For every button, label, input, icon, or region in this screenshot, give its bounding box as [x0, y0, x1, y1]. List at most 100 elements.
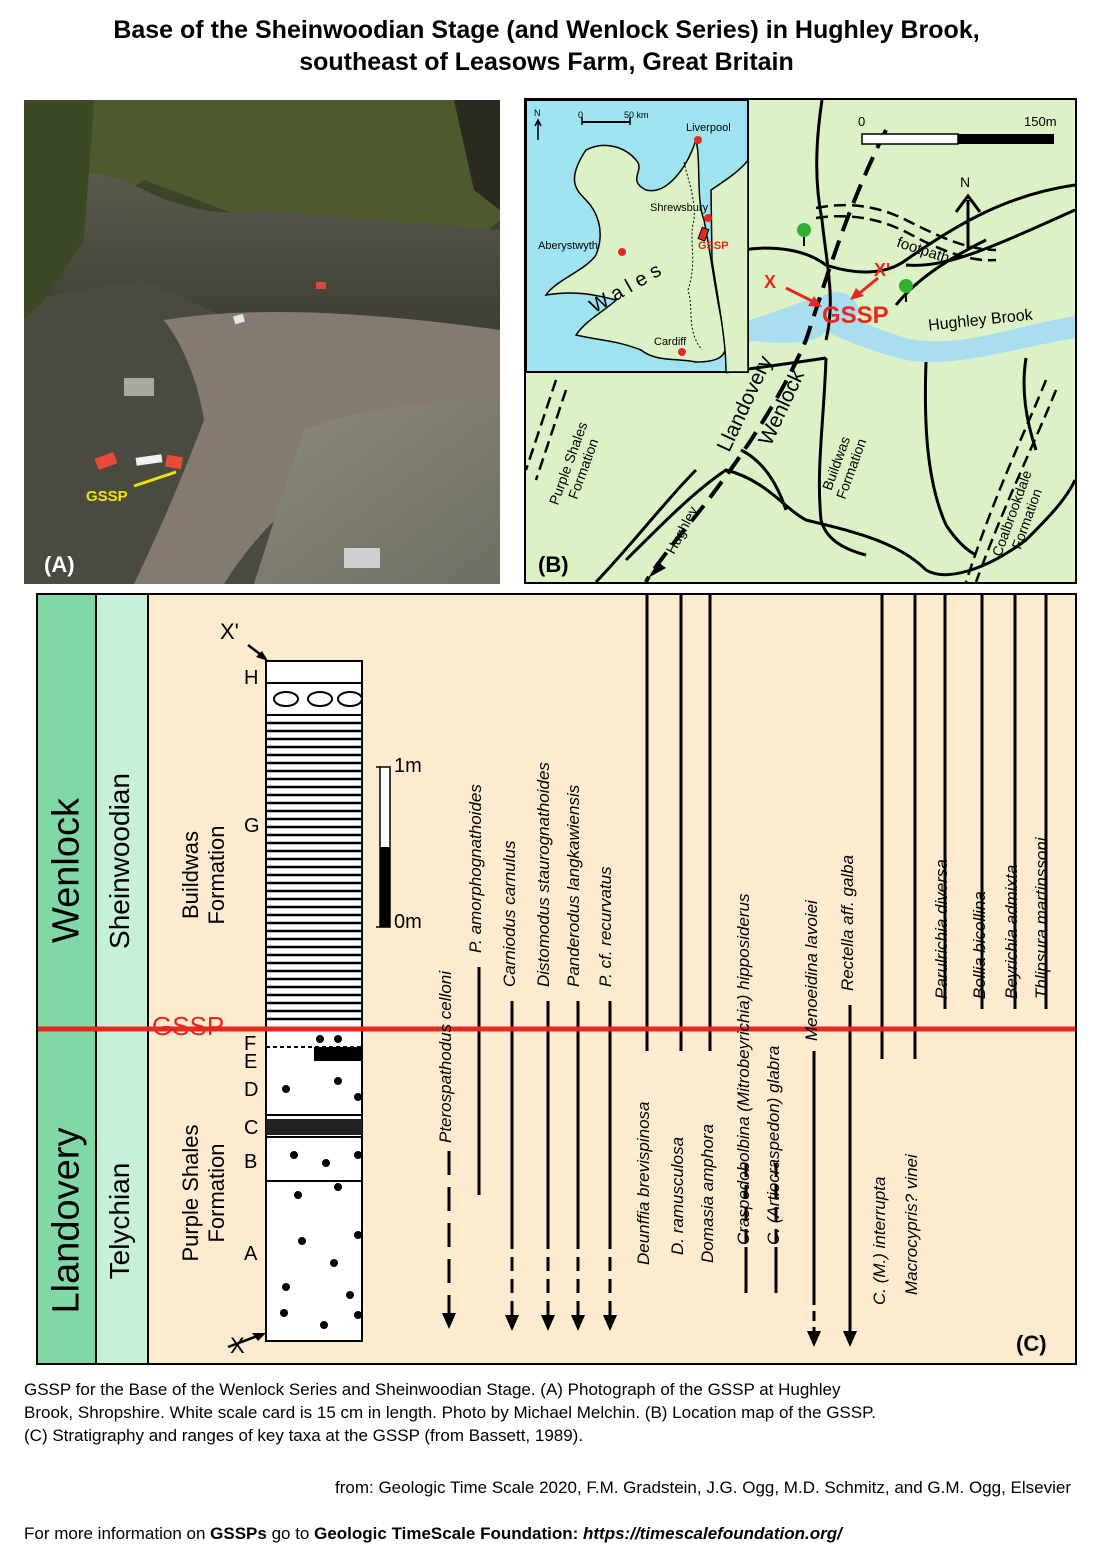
location-map [526, 100, 1075, 582]
inset-north: N [534, 108, 541, 118]
taxon-label: Domasia amphora [698, 1124, 717, 1263]
taxon-label: Thlipsura martinssoni [1032, 837, 1051, 999]
stage-sheinwoodian: Sheinwoodian [104, 773, 135, 949]
x-prime-label: X' [220, 619, 239, 644]
stratigraphy-panel: Wenlock Llandovery Sheinwoodian Telychia… [36, 593, 1077, 1365]
taxon-label: Pterospathodus celloni [436, 970, 455, 1143]
taxon-label: D. ramusculosa [668, 1136, 687, 1255]
taxon-label: Carniodus carnulus [500, 840, 519, 987]
stage-column [96, 595, 148, 1363]
panel-c-label: (C) [1016, 1331, 1047, 1356]
bed-label-h: H [244, 667, 259, 689]
photo-illustration [24, 100, 500, 584]
map-x-prime: X' [874, 260, 891, 280]
map-panel: N 0 50 km Liverpool Shrewsbury Aberystwy… [524, 98, 1077, 584]
nodule-mark [290, 1151, 298, 1159]
stage-sheinwoodian-cell: Sheinwoodian [98, 773, 146, 949]
nodule-mark [346, 1291, 354, 1299]
more-info: For more information on GSSPs go to Geol… [24, 1524, 842, 1544]
taxon-label: Deunffia brevispinosa [634, 1101, 653, 1265]
map-scale-end: 150m [1024, 114, 1057, 129]
page-title: Base of the Sheinwoodian Stage (and Wenl… [0, 14, 1093, 78]
nodule-mark [282, 1085, 290, 1093]
caption: GSSP for the Base of the Wenlock Series … [24, 1378, 1064, 1447]
bed-label-f: F [244, 1033, 257, 1055]
series-wenlock: Wenlock [45, 797, 88, 944]
strat-log [265, 660, 363, 1342]
caption-line-3: (C) Stratigraphy and ranges of key taxa … [24, 1426, 584, 1445]
taxon-label: Craspedobolbina (Mitrobeyrichia) hipposi… [734, 893, 753, 1245]
tree-icon [899, 279, 913, 293]
scale-1m: 1m [394, 755, 422, 777]
nodule-mark [334, 1035, 342, 1043]
caption-line-2: Brook, Shropshire. White scale card is 1… [24, 1403, 876, 1422]
map-x: X [764, 272, 777, 292]
inset-liverpool: Liverpool [686, 122, 731, 134]
inset-cardiff: Cardiff [654, 336, 687, 348]
nodule-mark [354, 1093, 362, 1101]
taxon-label: Distomodus staurognathoides [534, 762, 553, 987]
caption-line-1: GSSP for the Base of the Wenlock Series … [24, 1380, 841, 1399]
taxon-label: P. cf. recurvatus [596, 866, 615, 987]
gssp-label: GSSP [152, 1011, 225, 1041]
more-prefix: For more information on [24, 1524, 211, 1543]
nodule-mark [334, 1183, 342, 1191]
stratigraphy-chart [38, 595, 1075, 1363]
tree-icon [797, 223, 811, 237]
taxon-label: C. (M.) interrupta [870, 1176, 889, 1305]
nodule-mark [354, 1151, 362, 1159]
nodule-mark [354, 1311, 362, 1319]
title-line-1: Base of the Sheinwoodian Stage (and Wenl… [113, 16, 980, 44]
series-column [38, 595, 96, 1363]
series-llandovery: Llandovery [45, 1127, 88, 1314]
nodule-mark [322, 1159, 330, 1167]
panel-a-label: (A) [44, 552, 75, 577]
taxon-label: Macrocypris? vinei [902, 1154, 921, 1295]
more-url-link[interactable]: https://timescalefoundation.org/ [583, 1524, 842, 1543]
pebble-mark [273, 691, 299, 707]
series-wenlock-cell: Wenlock [40, 798, 94, 943]
stage-telychian-cell: Telychian [98, 1155, 146, 1285]
taxon-label: C. (Artiocraspedon) glabra [764, 1045, 783, 1245]
nodule-mark [334, 1077, 342, 1085]
formation-buildwas-2: Formation [204, 825, 229, 925]
bed-label-e: E [244, 1051, 258, 1073]
nodule-mark [298, 1237, 306, 1245]
formation-purple-shales-1: Purple Shales [178, 1124, 203, 1262]
pebble-mark [337, 691, 363, 707]
map-gssp: GSSP [822, 302, 889, 329]
photo-panel: GSSP (A) [24, 100, 500, 584]
formation-buildwas: Buildwas Formation [178, 795, 238, 955]
photo-gssp-label: GSSP [86, 488, 128, 505]
nodule-mark [316, 1035, 324, 1043]
formation-purple-shales-2: Formation [204, 1143, 229, 1243]
nodule-mark [282, 1283, 290, 1291]
scale-0m: 0m [394, 911, 422, 933]
bed-label-a: A [244, 1243, 258, 1265]
stage-telychian: Telychian [104, 1162, 135, 1280]
inset-scale-start: 0 [578, 110, 584, 120]
series-llandovery-cell: Llandovery [40, 1128, 94, 1314]
formation-purple-shales: Purple Shales Formation [178, 1103, 238, 1283]
bed-label-b: B [244, 1151, 258, 1173]
taxon-label: Bollia bicollina [970, 891, 989, 999]
taxon-label: Rectella aff. galba [838, 854, 857, 991]
map-north: N [960, 174, 971, 190]
nodule-mark [330, 1259, 338, 1267]
pebble-mark [307, 691, 333, 707]
more-gssps: GSSPs [210, 1524, 267, 1543]
nodule-mark [294, 1191, 302, 1199]
taxon-label: Panderodus langkawiensis [564, 784, 583, 987]
inset-scale-end: 50 km [624, 110, 649, 120]
panel-b-label: (B) [538, 552, 569, 577]
taxon-label: Beyrichia admixta [1002, 864, 1021, 999]
taxon-label: P. amorphognathoides [466, 784, 485, 953]
nodule-mark [320, 1321, 328, 1329]
nodule-mark [280, 1309, 288, 1317]
title-line-2: southeast of Leasows Farm, Great Britain [299, 48, 794, 76]
map-scale-start: 0 [858, 114, 866, 129]
x-label: X [230, 1333, 245, 1358]
taxon-label: Menoeidina lavoiei [802, 900, 821, 1041]
bed-label-d: D [244, 1079, 259, 1101]
taxon-label: Parulrichia diversa [932, 859, 951, 999]
